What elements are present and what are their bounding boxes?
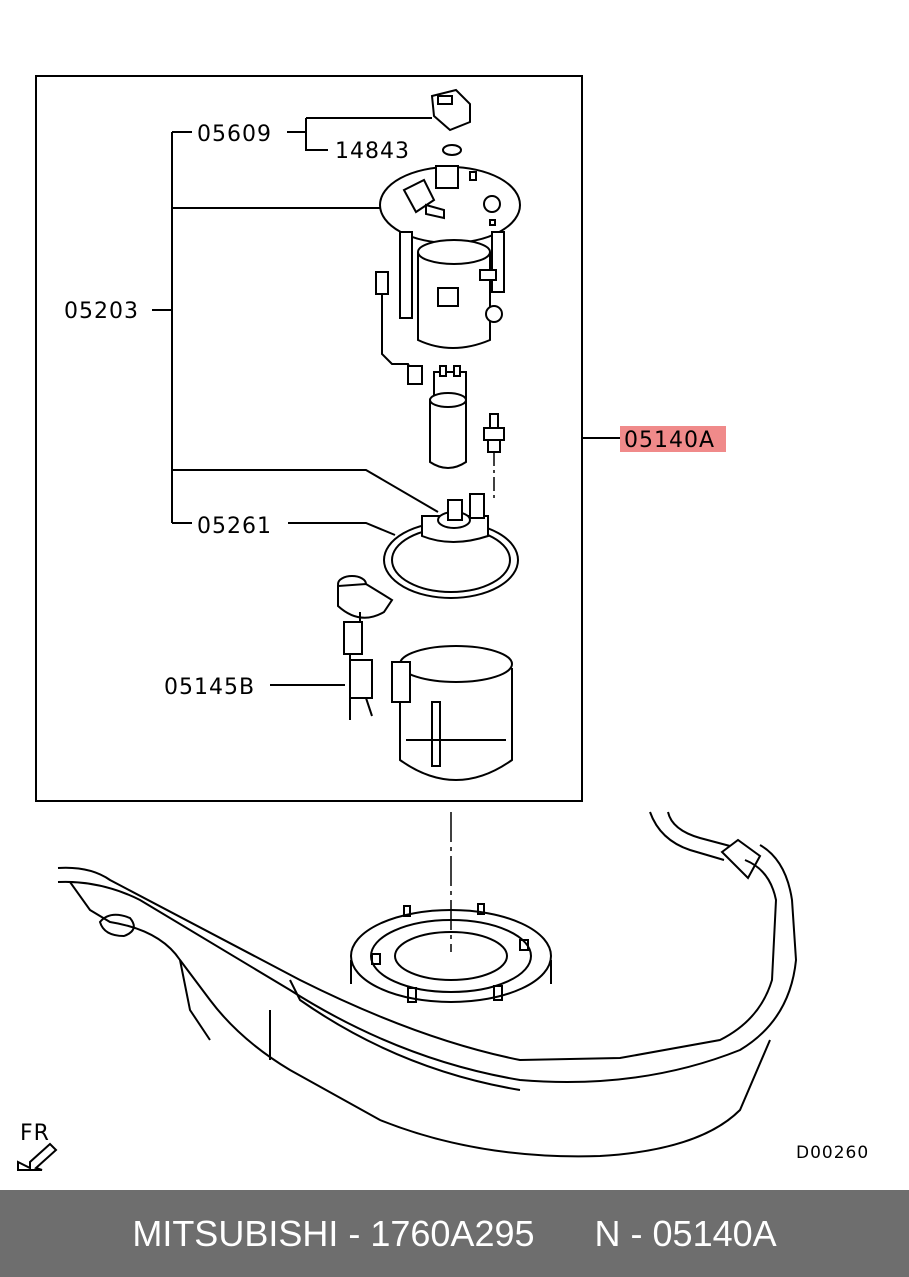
direction-label: FR — [20, 1121, 50, 1146]
part-sender-wire — [375, 271, 423, 385]
callout-14843: 14843 — [335, 139, 410, 164]
callout-leaders — [152, 117, 620, 686]
part-gauge-unit-05145B — [337, 575, 394, 720]
fuel-tank-outline — [57, 811, 798, 1158]
front-direction-arrow — [17, 1142, 58, 1171]
footer-brand: MITSUBISHI — [132, 1212, 339, 1254]
part-flange-plate — [379, 165, 521, 244]
part-fitting — [483, 413, 505, 453]
footer-ref-code: 05140A — [652, 1212, 777, 1254]
diagram-code: D00260 — [796, 1143, 869, 1163]
footer-bar: MITSUBISHI - 1760A295 N - 05140A — [0, 1190, 909, 1277]
part-fuel-pump — [429, 365, 467, 469]
footer-part-number: 1760A295 — [370, 1212, 535, 1254]
footer-separator: - — [338, 1212, 371, 1254]
callout-05609: 05609 — [197, 122, 272, 147]
tank-mounting-ring — [350, 903, 552, 1003]
part-pump-housing — [399, 231, 505, 349]
part-reservoir-cup — [391, 645, 513, 781]
callout-05261: 05261 — [197, 514, 272, 539]
callout-05203: 05203 — [64, 299, 139, 324]
part-pump-holder-05261 — [383, 493, 519, 599]
callout-05145B: 05145B — [164, 675, 255, 700]
footer-gap — [535, 1213, 595, 1255]
callout-05140A-highlight — [620, 426, 726, 452]
part-connector-cap — [430, 88, 471, 132]
part-o-ring-14843 — [442, 144, 462, 156]
callout-05140A: 05140A — [624, 428, 715, 453]
footer-ref-prefix: N - — [594, 1212, 653, 1254]
fuel-pump-exploded-diagram: 05609 14843 05203 05140A 05261 05145B FR… — [17, 75, 869, 1171]
